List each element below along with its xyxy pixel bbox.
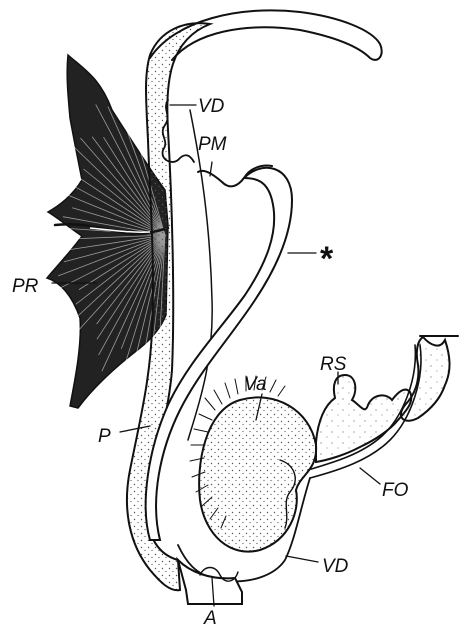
- label-rs: RS: [320, 354, 347, 375]
- oviduct-coil: [401, 337, 450, 421]
- vagina-body: [199, 397, 316, 551]
- label-a: A: [203, 608, 217, 629]
- label-p: P: [98, 426, 111, 447]
- label-pr: PR: [12, 276, 39, 297]
- label-star: *: [320, 240, 334, 278]
- leader-fo: [360, 468, 380, 484]
- atrium-shape: [178, 560, 242, 604]
- label-fo: FO: [382, 480, 409, 501]
- atrium: [178, 560, 242, 604]
- label-vd-top: VD: [198, 96, 225, 117]
- label-va: Va: [244, 374, 267, 395]
- label-vd-bottom: VD: [322, 556, 349, 577]
- leader-vd-bottom: [286, 556, 318, 562]
- label-pm: PM: [198, 134, 227, 155]
